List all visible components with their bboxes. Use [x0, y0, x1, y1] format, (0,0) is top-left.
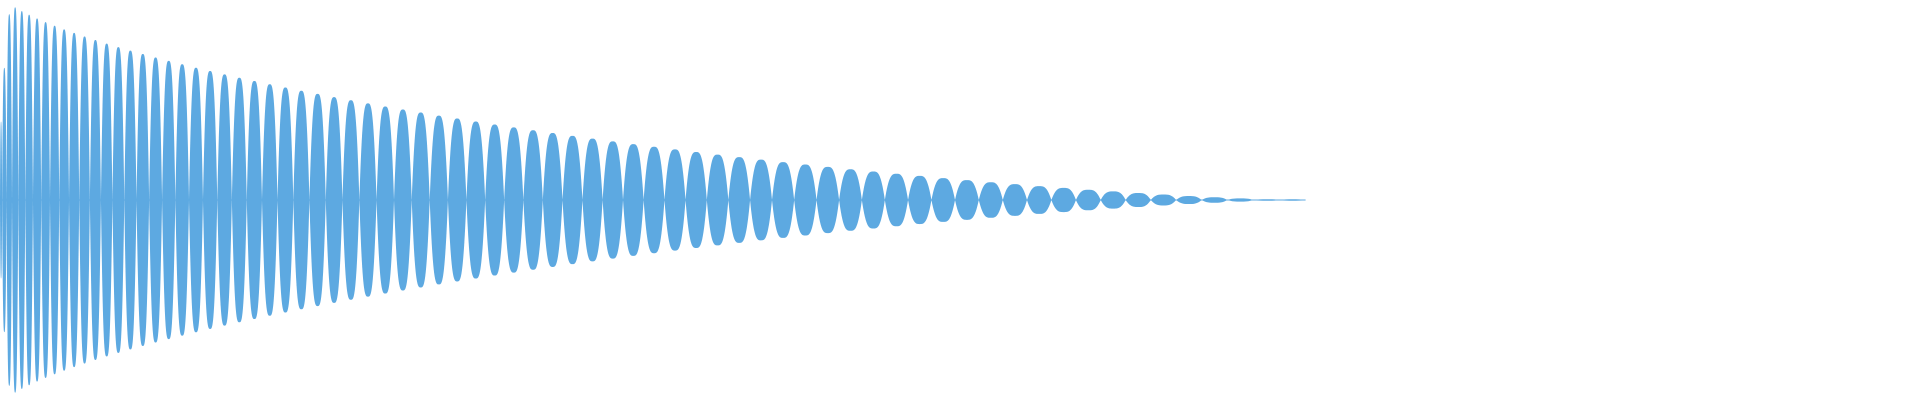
waveform-lobe	[41, 22, 50, 378]
waveform-lobe	[231, 77, 247, 323]
waveform-lobe	[1150, 194, 1177, 206]
waveform-lobe	[643, 146, 665, 254]
waveform-lobe	[1176, 195, 1202, 205]
waveform-lobe	[89, 40, 101, 360]
waveform-lobe	[12, 7, 19, 393]
waveform-lobe	[189, 67, 203, 333]
waveform-lobe	[750, 159, 772, 241]
waveform-lobe	[447, 118, 467, 282]
waveform-lobe	[1279, 199, 1306, 201]
waveform-lobe	[1125, 193, 1151, 207]
waveform-lobe	[18, 11, 26, 389]
waveform-lobe	[49, 25, 60, 375]
waveform-lobe	[59, 29, 70, 371]
waveform-lobe	[342, 100, 360, 300]
waveform-lobe	[0, 121, 3, 279]
waveform-lobe	[504, 127, 524, 273]
waveform-lobe	[602, 141, 624, 259]
waveform-lobe	[884, 173, 909, 227]
waveform-lobe	[246, 80, 262, 320]
waveform-lobe	[162, 60, 176, 340]
waveform-lobe	[69, 32, 80, 368]
waveform-lobe	[124, 50, 137, 350]
waveform-lobe	[839, 169, 862, 231]
waveform-lobe	[261, 84, 278, 316]
waveform-lobe	[466, 121, 486, 279]
waveform-lobe	[6, 14, 12, 386]
waveform-lobe	[1075, 189, 1101, 211]
waveform-lobe	[325, 97, 343, 303]
waveform-lobe	[562, 135, 583, 265]
waveform-lobe	[376, 106, 395, 294]
waveform-lobe	[25, 14, 33, 386]
waveform-lobe	[100, 43, 113, 357]
waveform-lobe	[309, 93, 326, 307]
waveform-lobe	[2, 67, 7, 333]
waveform-lobe	[277, 87, 294, 313]
waveform-lobe	[293, 90, 310, 310]
waveform-lobe	[1227, 198, 1254, 202]
waveform-lobe	[1253, 199, 1280, 201]
waveform-lobe	[772, 162, 795, 238]
waveform-lobe	[816, 166, 840, 234]
waveform-lobe	[931, 178, 956, 222]
waveform-lobe	[136, 54, 150, 346]
waveform-lobe	[411, 112, 430, 288]
waveform-lobe	[485, 124, 505, 276]
waveform-lobe	[1002, 184, 1027, 216]
waveform-lobe	[394, 109, 412, 291]
waveform-lobe	[1100, 191, 1126, 209]
waveform-lobe	[79, 36, 90, 364]
waveform-lobe	[861, 171, 885, 229]
waveform-lobe	[1201, 197, 1228, 203]
waveform-lobe	[149, 57, 163, 343]
waveform-lobe	[175, 64, 189, 336]
waveform-lobe	[1026, 186, 1052, 214]
waveform-lobe	[908, 175, 932, 225]
waveform-lobe	[978, 182, 1003, 218]
waveform-lobe	[112, 47, 125, 353]
waveform-lobe	[623, 144, 644, 256]
waveform-lobe	[217, 74, 232, 326]
waveform-lobe	[202, 71, 218, 329]
waveform-lobe	[685, 152, 707, 248]
waveform-lobe	[664, 149, 686, 251]
waveform-lobes	[0, 7, 1306, 393]
waveform-lobe	[706, 154, 729, 246]
waveform-lobe	[359, 103, 377, 297]
waveform-lobe	[542, 133, 563, 267]
waveform-lobe	[794, 164, 817, 236]
waveform-lobe	[1051, 187, 1076, 213]
waveform-lobe	[955, 180, 979, 220]
waveform-lobe	[523, 130, 543, 270]
waveform-lobe	[32, 18, 42, 382]
waveform-lobe	[429, 115, 448, 285]
waveform-lobe	[728, 157, 751, 243]
waveform-lobe	[582, 138, 603, 262]
